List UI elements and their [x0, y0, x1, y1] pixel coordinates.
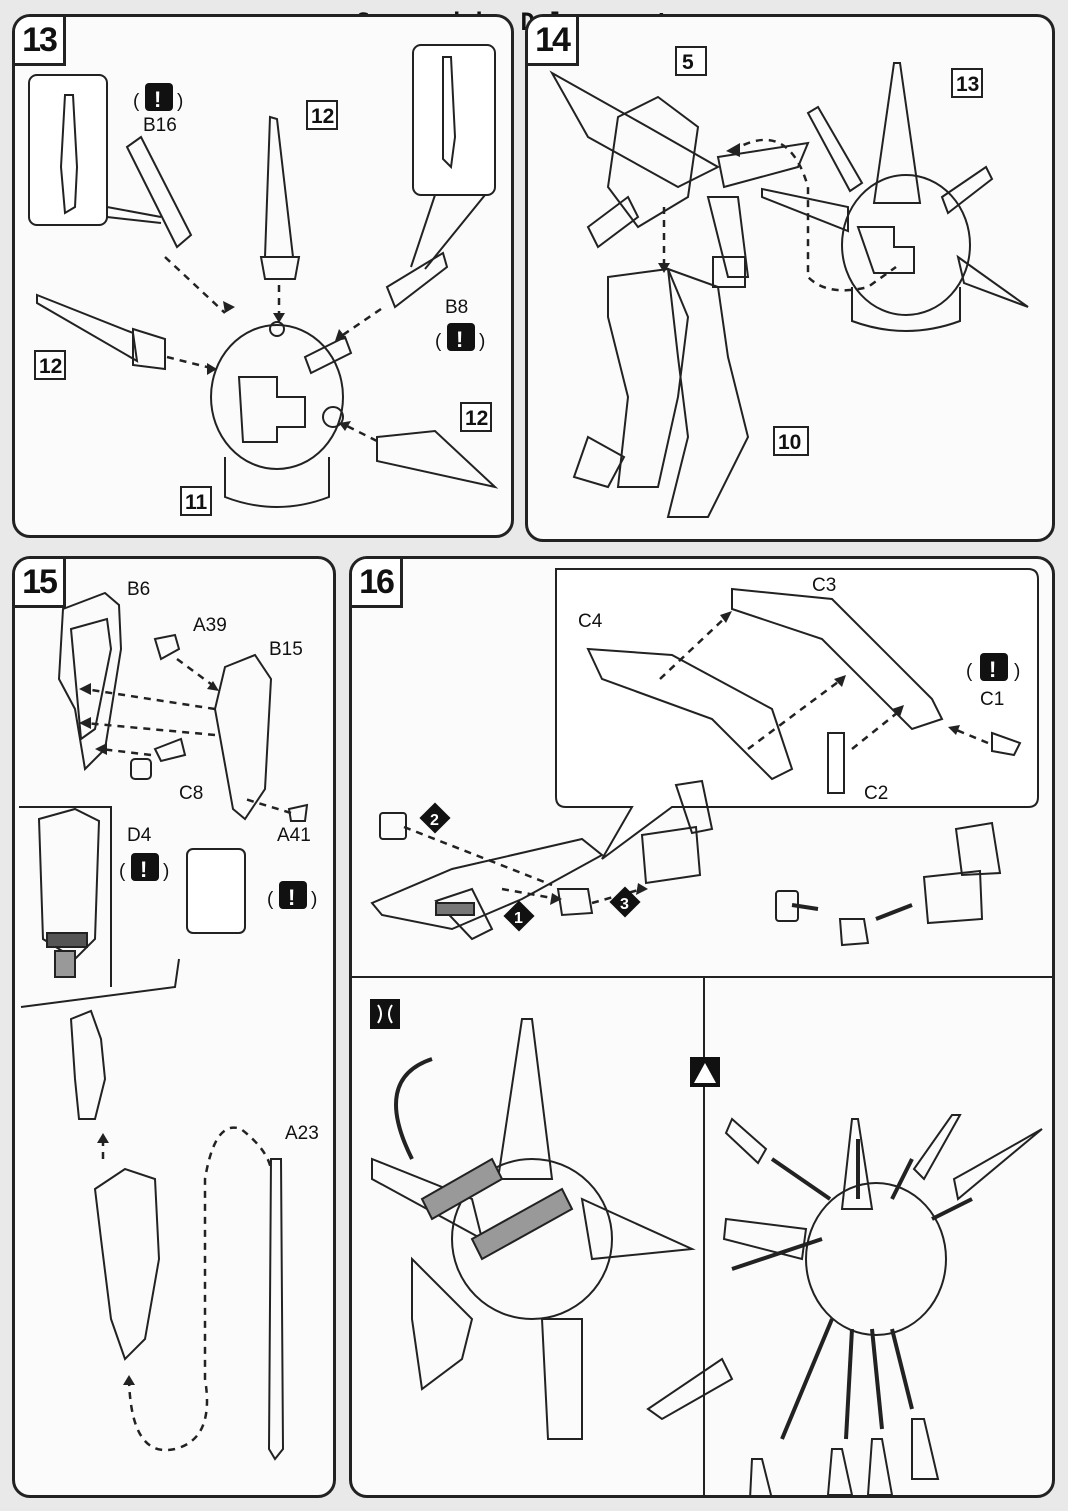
step-13-diagram: ( ! ) B16 B8 ( ! ) 12 12 12 11: [28, 44, 499, 516]
removal-icon: [690, 1057, 720, 1087]
part-ref: 12: [311, 105, 334, 128]
part-label: B6: [127, 579, 150, 600]
part-label: C4: [578, 611, 603, 632]
svg-text:!: !: [456, 327, 463, 352]
svg-text:(: (: [966, 661, 973, 682]
hinge-icon: [370, 999, 400, 1029]
step-13-panel: 13: [12, 14, 514, 538]
step-number: 13: [15, 17, 66, 66]
svg-text:(: (: [133, 91, 140, 112]
svg-text:(: (: [119, 861, 126, 882]
part-label: B16: [143, 115, 177, 136]
step-15-diagram: B6 A39 B15 C8 D4 A41 A23 ( ! ) ( ! ): [19, 579, 319, 1461]
svg-text:!: !: [288, 885, 295, 910]
part-label: C2: [864, 783, 888, 804]
svg-text:(: (: [435, 331, 442, 352]
svg-text:!: !: [989, 657, 996, 682]
part-label: D4: [127, 825, 152, 846]
svg-text:): ): [177, 91, 183, 112]
svg-text:3: 3: [620, 896, 629, 913]
caution-icon: ( ! ): [133, 83, 183, 112]
part-ref: 11: [185, 491, 208, 514]
step-16-diagram: C3 C4 C1 C2 ( ! ) 1 2 3: [352, 568, 1052, 1495]
part-label: C8: [179, 783, 203, 804]
part-ref: 10: [778, 431, 801, 454]
part-label: A39: [193, 615, 227, 636]
step-14-diagram: 5 13 10: [549, 46, 1029, 518]
step-16-panel: 16: [349, 556, 1055, 1498]
part-label: C1: [980, 689, 1004, 710]
part-ref: 12: [39, 355, 62, 378]
part-ref: 5: [682, 51, 694, 74]
step-number: 16: [352, 559, 403, 608]
part-label: B8: [445, 297, 468, 318]
part-ref: 13: [956, 73, 979, 96]
step-number: 14: [528, 17, 579, 66]
caution-icon: ( ! ): [435, 323, 485, 352]
part-ref: 12: [465, 407, 488, 430]
svg-text:): ): [479, 331, 485, 352]
svg-text:): ): [163, 861, 169, 882]
caution-icon: ( ! ): [267, 881, 317, 910]
svg-text:!: !: [154, 87, 161, 112]
svg-text:1: 1: [514, 910, 523, 927]
svg-text:!: !: [140, 857, 147, 882]
part-label: C3: [812, 575, 836, 596]
svg-text:): ): [311, 889, 317, 910]
part-label: A23: [285, 1123, 319, 1144]
part-label: B15: [269, 639, 303, 660]
svg-text:): ): [1014, 661, 1020, 682]
svg-text:2: 2: [430, 812, 439, 829]
step-14-panel: 14: [525, 14, 1055, 542]
svg-text:(: (: [267, 889, 274, 910]
step-15-panel: 15: [12, 556, 336, 1498]
caution-icon: ( ! ): [119, 853, 169, 882]
step-number: 15: [15, 559, 66, 608]
part-label: A41: [277, 825, 311, 846]
sequence-marker: 2: [419, 802, 451, 834]
caution-icon: ( ! ): [966, 653, 1020, 682]
